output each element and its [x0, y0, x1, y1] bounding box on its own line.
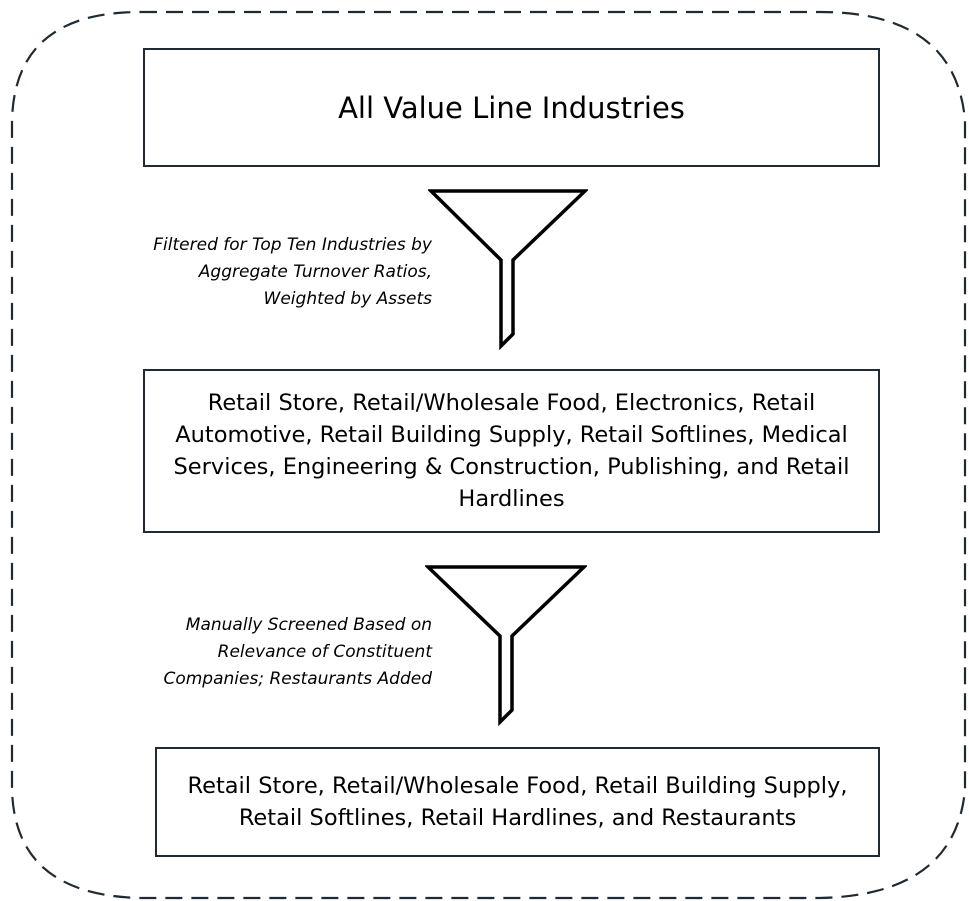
top-ten-industries-box: Retail Store, Retail/Wholesale Food, Ele… [143, 369, 880, 533]
top-ten-industries-label: Retail Store, Retail/Wholesale Food, Ele… [173, 390, 850, 512]
filter-step-1-note: Filtered for Top Ten Industries by Aggre… [153, 235, 432, 309]
funnel-icon [425, 565, 587, 727]
final-industries-box: Retail Store, Retail/Wholesale Food, Ret… [155, 747, 880, 857]
all-industries-box: All Value Line Industries [143, 48, 880, 167]
funnel-icon [428, 189, 588, 351]
final-industries-label: Retail Store, Retail/Wholesale Food, Ret… [187, 773, 848, 831]
all-industries-label: All Value Line Industries [338, 90, 685, 125]
filter-step-2-note: Manually Screened Based on Relevance of … [163, 615, 432, 689]
